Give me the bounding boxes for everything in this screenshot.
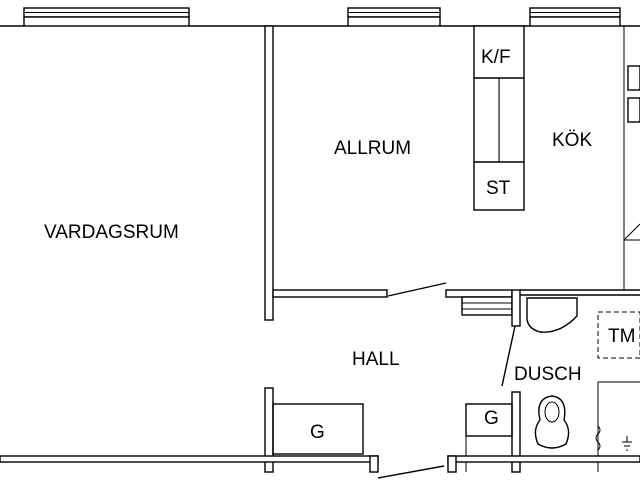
tm-box [597, 311, 640, 359]
door-entrance [377, 465, 445, 479]
room-label-dusch: DUSCH [514, 364, 582, 385]
window-top-middle [347, 7, 441, 27]
wardrobe-right [465, 403, 513, 472]
fixture-label-kf: K/F [481, 47, 511, 68]
room-label-kok: KÖK [552, 130, 592, 151]
sink-icon [526, 297, 578, 333]
fixture-label-st: ST [486, 178, 511, 199]
window-top-right [529, 7, 621, 27]
room-label-vardagsrum: VARDAGSRUM [44, 222, 179, 243]
bottom-wall [0, 455, 640, 473]
kitchen-counter [473, 25, 525, 211]
door-allrum [387, 282, 447, 297]
kitchen-right-units [620, 25, 640, 290]
wall-vardagsrum-allrum [264, 25, 274, 321]
wardrobe-left [264, 387, 364, 473]
toilet-icon [534, 395, 570, 449]
wall-allrum-bottom [272, 289, 513, 298]
room-label-hall: HALL [352, 349, 400, 370]
room-label-allrum: ALLRUM [334, 138, 411, 159]
fixture-label-g-left: G [310, 422, 325, 443]
fixture-label-g-right: G [484, 408, 499, 429]
hall-shelf [461, 296, 513, 316]
door-dusch [501, 325, 516, 387]
window-top-left [23, 7, 190, 27]
fixture-label-tm: TM [608, 326, 635, 347]
